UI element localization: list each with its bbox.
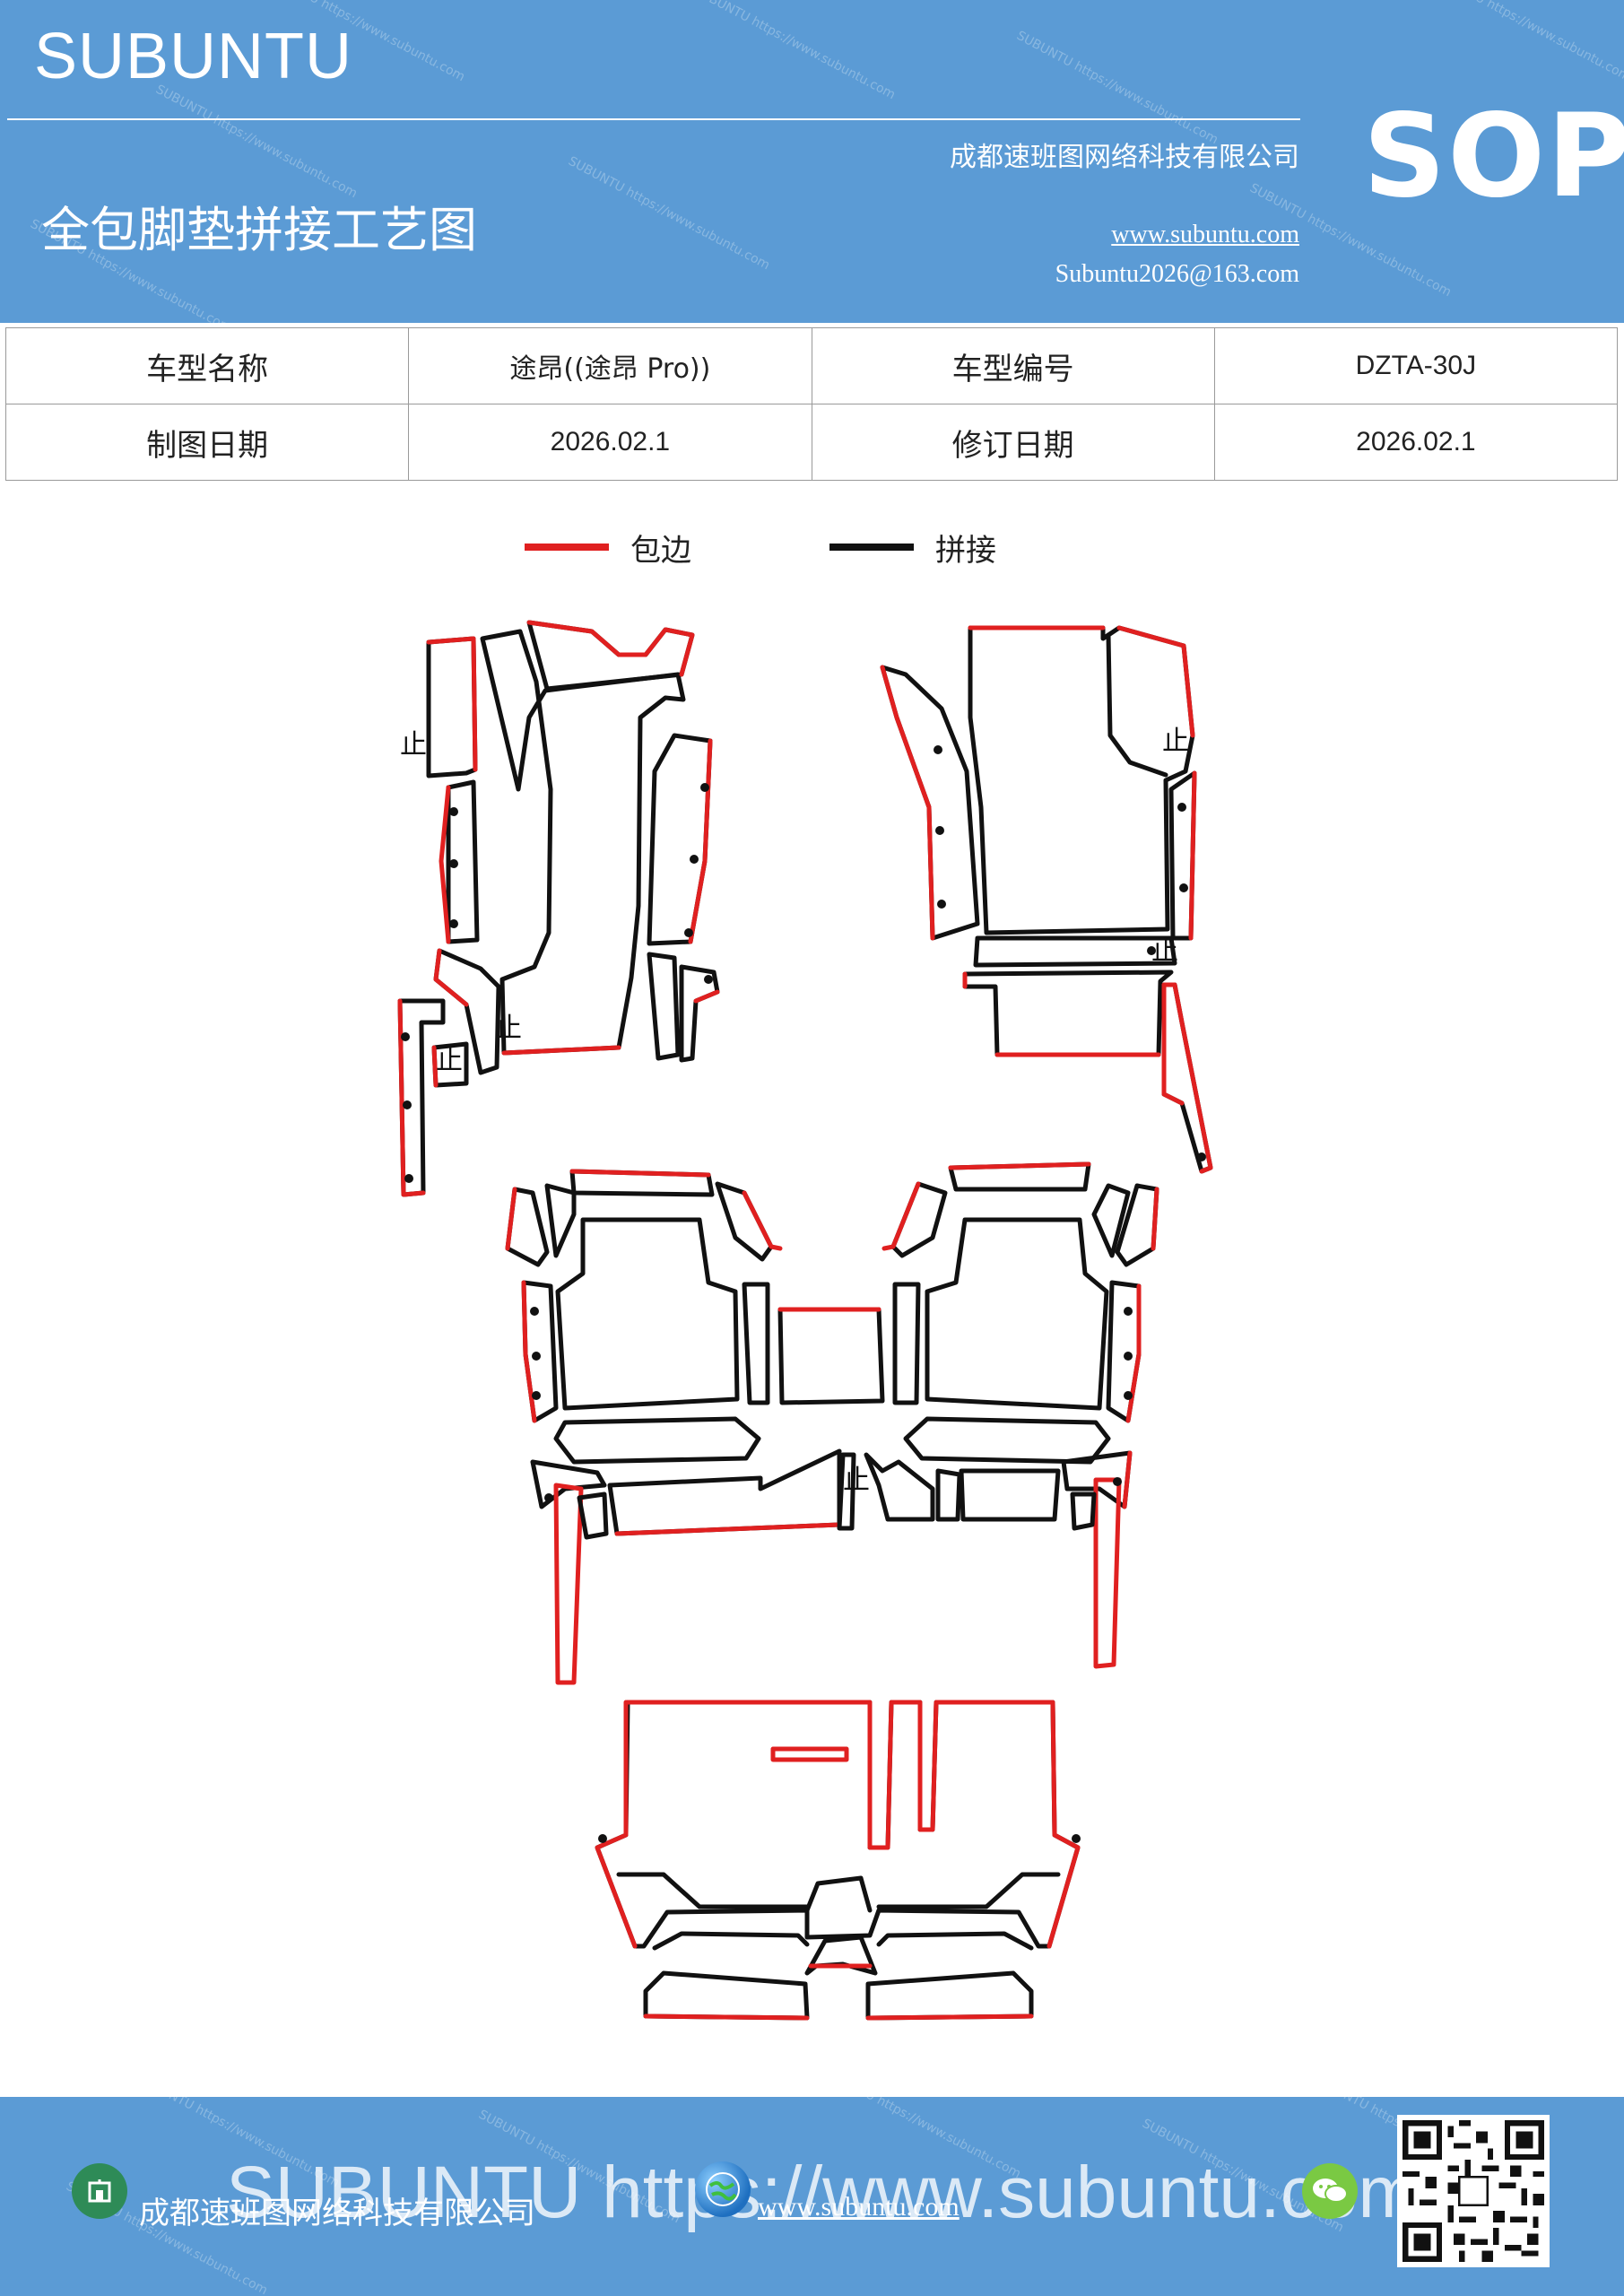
stop-mark: 止 — [436, 1045, 463, 1076]
stop-mark: 止 — [1151, 935, 1178, 967]
footer-company-name: 成都速班图网络科技有限公司 — [139, 2196, 535, 2231]
legend-edge-swatch — [525, 544, 609, 551]
stop-mark: 止 — [1162, 726, 1189, 757]
legend-seam: 拼接 — [829, 520, 996, 574]
front-left-mat — [397, 620, 720, 1197]
stop-mark: 止 — [495, 1013, 522, 1044]
legend-edge: 包边 — [525, 520, 691, 574]
legend-seam-swatch — [829, 544, 914, 551]
model-name-label: 车型名称 — [4, 327, 410, 404]
front-right-mat — [880, 625, 1213, 1174]
page-title: 全包脚垫拼接工艺图 — [41, 202, 477, 258]
wechat-icon — [1302, 2163, 1358, 2219]
header-banner: SUBUNTU https://www.subuntu.com SUBUNTU … — [0, 0, 1624, 323]
draw-date-label: 制图日期 — [4, 404, 410, 481]
website-link[interactable]: www.subuntu.com — [1111, 221, 1299, 248]
table-row: 制图日期 2026.02.1 修订日期 2026.02.1 — [4, 404, 1619, 481]
stop-mark: 止 — [400, 729, 427, 761]
vehicle-info-table: 车型名称 途昂((途昂 Pro)) 车型编号 DZTA-30J 制图日期 202… — [4, 327, 1619, 481]
stop-mark: 止 — [843, 1465, 870, 1496]
building-icon — [72, 2163, 127, 2219]
draw-date-value: 2026.02.1 — [408, 404, 812, 481]
globe-icon — [695, 2161, 751, 2217]
footer-overlay-text: SUBUNTU https://www.subuntu.com — [226, 2152, 1420, 2233]
brand-logo-text: SUBUNTU — [34, 21, 353, 92]
model-code-value: DZTA-30J — [1213, 327, 1619, 404]
model-code-label: 车型编号 — [811, 327, 1215, 404]
model-name-value: 途昂((途昂 Pro)) — [408, 327, 812, 404]
table-row: 车型名称 途昂((途昂 Pro)) 车型编号 DZTA-30J — [4, 327, 1619, 404]
footer-website-link[interactable]: www.subuntu.com — [758, 2192, 960, 2222]
legend-seam-label: 拼接 — [935, 532, 996, 569]
revision-date-label: 修订日期 — [811, 404, 1215, 481]
qr-code — [1397, 2115, 1550, 2267]
email-address[interactable]: Subuntu2026@163.com — [1055, 260, 1299, 288]
sop-badge: SOP — [1363, 90, 1624, 223]
revision-date-value: 2026.02.1 — [1213, 404, 1619, 481]
company-name: 成都速班图网络科技有限公司 — [950, 142, 1299, 173]
second-row-mat — [505, 1161, 1159, 1685]
third-row-mat — [595, 1700, 1081, 2021]
legend-edge-label: 包边 — [630, 532, 691, 569]
header-divider — [7, 118, 1300, 120]
footer-banner: SUBUNTU https://www.subuntu.com SUBUNTU … — [0, 2097, 1624, 2296]
